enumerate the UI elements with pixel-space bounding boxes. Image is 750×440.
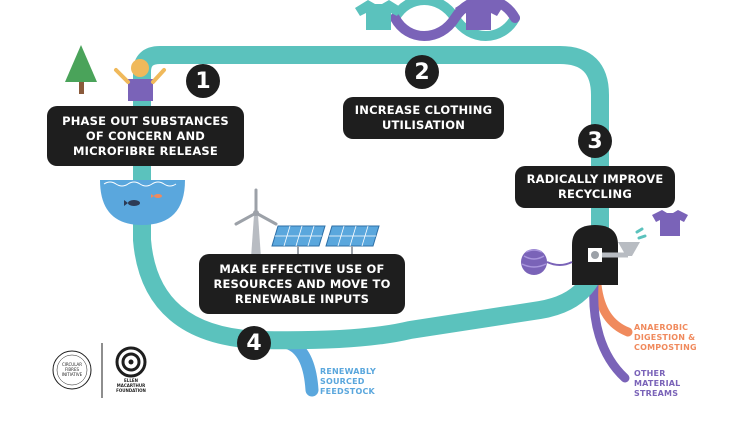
anaerobic-stream-arrow bbox=[592, 280, 633, 337]
wind-turbine-icon bbox=[234, 188, 278, 258]
infinity-loop-icon bbox=[355, 0, 520, 41]
step-3-number: 3 bbox=[578, 124, 612, 158]
water-pool-icon bbox=[100, 180, 185, 225]
step-1-number: 1 bbox=[186, 64, 220, 98]
anaerobic-digestion-text: ANAEROBIC DIGESTION & COMPOSTING bbox=[634, 323, 697, 352]
other-material-streams-text: OTHER MATERIAL STREAMS bbox=[634, 369, 681, 398]
shirt-icon bbox=[635, 210, 688, 240]
ellen-macarthur-logo bbox=[115, 346, 147, 378]
step-4-label: MAKE EFFECTIVE USE OF RESOURCES AND MOVE… bbox=[199, 254, 405, 314]
step-2-number: 2 bbox=[405, 55, 439, 89]
step-4-number: 4 bbox=[237, 326, 271, 360]
step-1-label: PHASE OUT SUBSTANCES OF CONCERN AND MICR… bbox=[47, 106, 244, 166]
step-2-label: INCREASE CLOTHING UTILISATION bbox=[343, 97, 504, 139]
ellen-macarthur-logo-text: ELLEN MACARTHUR FOUNDATION bbox=[116, 378, 146, 393]
yarn-ball-icon bbox=[521, 249, 573, 275]
renewable-feedstock-text: RENEWABLY SOURCED FEEDSTOCK bbox=[320, 367, 376, 396]
circular-fibres-logo bbox=[52, 350, 92, 390]
circular-fibres-logo-text: CIRCULAR FIBRES INITIATIVE bbox=[61, 362, 83, 377]
tree-icon bbox=[65, 45, 97, 94]
step-3-label: RADICALLY IMPROVE RECYCLING bbox=[515, 166, 675, 208]
other-material-stream-arrow bbox=[589, 280, 630, 383]
person-icon bbox=[114, 59, 166, 101]
solar-panels-icon bbox=[271, 225, 380, 256]
recycling-machine-icon bbox=[572, 225, 640, 285]
